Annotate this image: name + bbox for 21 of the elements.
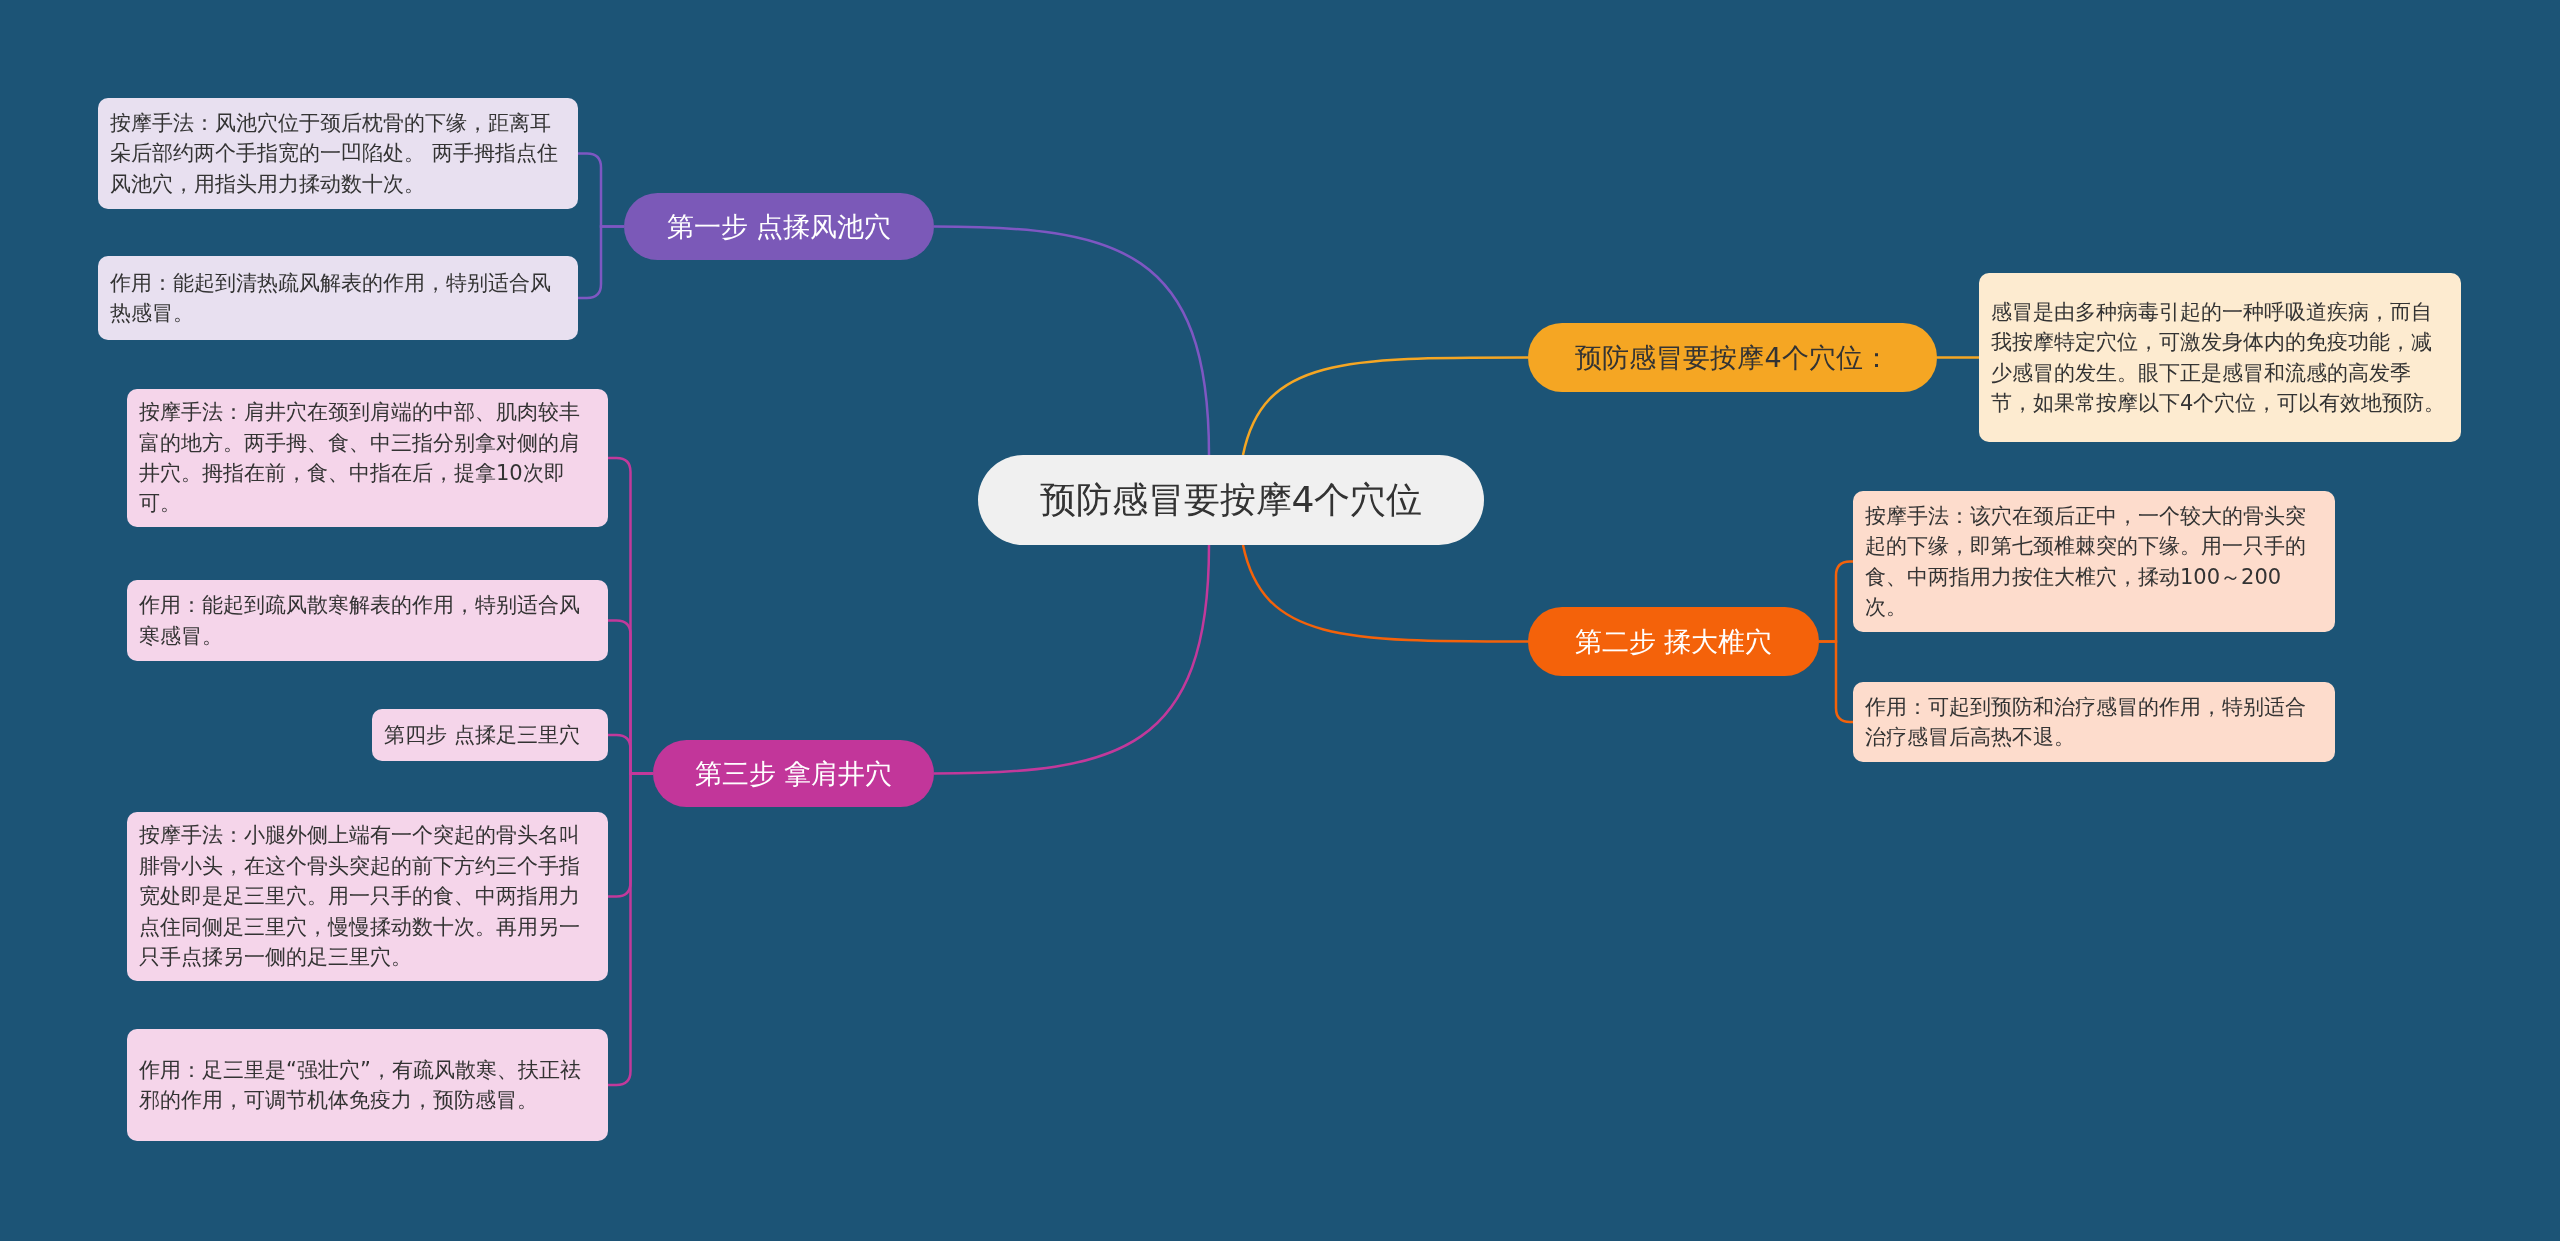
connector-line	[934, 225, 1211, 456]
note-box: 按摩手法：风池穴位于颈后枕骨的下缘，距离耳朵后部约两个手指宽的一凹陷处。 两手拇指点住风池穴，用指头用力揉动数十次。	[98, 98, 578, 209]
note-box: 感冒是由多种病毒引起的一种呼吸道疾病，而自我按摩特定穴位，可激发身体内的免疫功能，减少感冒的发生。眼下正是感冒和流感的高发季节，如果常按摩以下4个穴位，可以有效地预防。	[1979, 273, 2461, 442]
note-box: 按摩手法：肩井穴在颈到肩端的中部、肌肉较丰富的地方。两手拇、食、中三指分别拿对侧的肩井穴。拇指在前，食、中指在后，提拿10次即可。	[127, 389, 608, 527]
branch-topic: 第二步 揉大椎穴	[1528, 607, 1819, 676]
branch-topic: 第一步 点揉风池穴	[624, 193, 934, 260]
note-box: 按摩手法：该穴在颈后正中，一个较大的骨头突起的下缘，即第七颈椎棘突的下缘。用一只手的食、中两指用力按住大椎穴，揉动100～200次。	[1853, 491, 2335, 632]
connector-line	[934, 544, 1211, 775]
note-box: 第四步 点揉足三里穴	[372, 709, 608, 761]
branch-topic: 第三步 拿肩井穴	[653, 740, 934, 807]
connector-line	[608, 772, 653, 1087]
note-box: 作用：能起到清热疏风解表的作用，特别适合风热感冒。	[98, 256, 578, 340]
branch-topic: 预防感冒要按摩4个穴位：	[1528, 323, 1937, 392]
central-topic: 预防感冒要按摩4个穴位	[978, 455, 1484, 545]
connector-line	[1241, 356, 1528, 456]
connector-line	[1241, 544, 1528, 643]
connector-line	[1937, 356, 1979, 359]
note-box: 作用：足三里是“强壮穴”，有疏风散寒、扶正祛邪的作用，可调节机体免疫力，预防感冒。	[127, 1029, 608, 1141]
note-box: 按摩手法：小腿外侧上端有一个突起的骨头名叫腓骨小头，在这个骨头突起的前下方约三个手指宽处即是足三里穴。用一只手的食、中两指用力点住同侧足三里穴，慢慢揉动数十次。再用另一只手点揉另一侧的足三里穴。	[127, 812, 608, 981]
note-box: 作用：能起到疏风散寒解表的作用，特别适合风寒感冒。	[127, 580, 608, 661]
note-box: 作用：可起到预防和治疗感冒的作用，特别适合治疗感冒后高热不退。	[1853, 682, 2335, 762]
